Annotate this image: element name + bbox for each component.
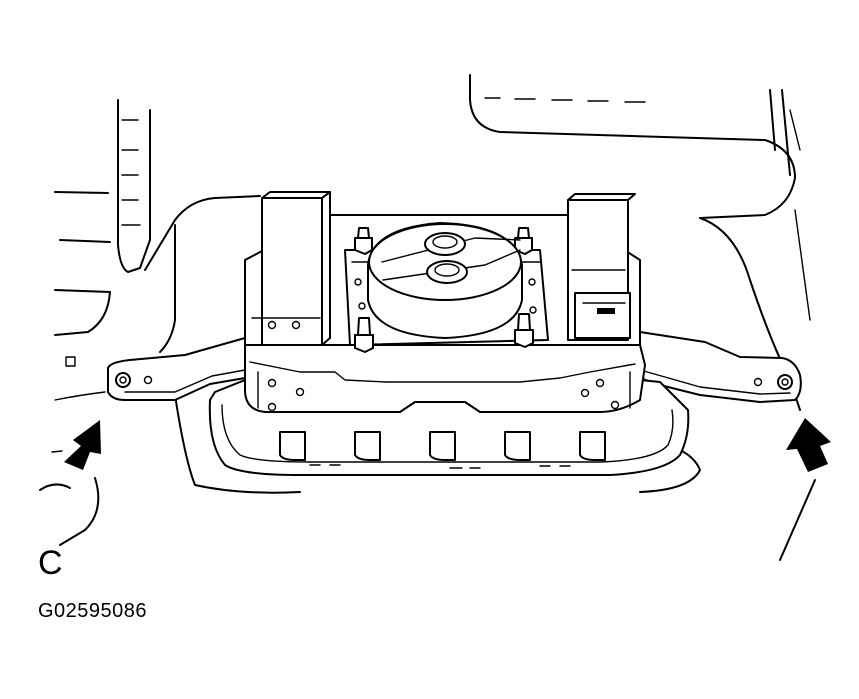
left-panel: [39, 99, 701, 546]
inflator-housing: [367, 222, 523, 339]
right-upright: [567, 193, 636, 341]
tray-clips: [279, 431, 606, 461]
arrow-up-left-icon: [786, 418, 831, 472]
left-upright: [251, 191, 331, 346]
arrow-up-right-icon: [64, 420, 101, 470]
upper-right-panel: [469, 74, 816, 561]
callout-label-c: C: [38, 544, 63, 582]
figure-code: G02595086: [38, 600, 148, 622]
